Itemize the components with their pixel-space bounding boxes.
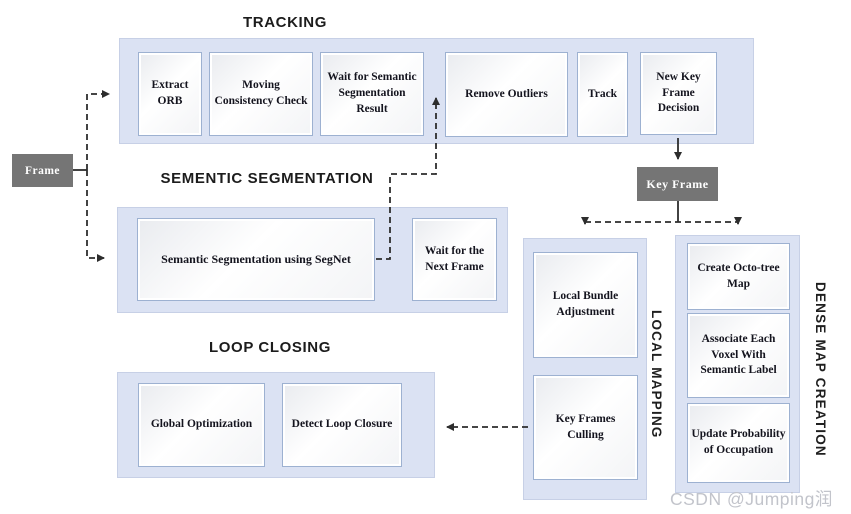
watermark: CSDN @Jumping润 xyxy=(670,489,833,509)
tracking-title: TRACKING xyxy=(243,14,327,31)
wait-next-frame-box: Wait for the Next Frame xyxy=(412,218,497,301)
detect-loop-closure-box: Detect Loop Closure xyxy=(282,383,402,467)
associate-voxel-box: Associate Each Voxel With Semantic Label xyxy=(687,313,790,398)
local-mapping-label: LOCAL MAPPING xyxy=(649,309,664,439)
remove-outliers-box: Remove Outliers xyxy=(445,52,568,137)
dense-map-creation-label: DENSE MAP CREATION xyxy=(813,282,828,457)
key-frame-node: Key Frame xyxy=(637,167,718,201)
local-bundle-adjustment-box: Local Bundle Adjustment xyxy=(533,252,638,358)
arrow-frame-to-semantic xyxy=(86,170,105,262)
global-optimization-box: Global Optimization xyxy=(138,383,265,467)
key-frames-culling-box: Key Frames Culling xyxy=(533,375,638,480)
create-octo-tree-map-box: Create Octo-tree Map xyxy=(687,243,790,310)
segnet-box: Semantic Segmentation using SegNet xyxy=(137,218,375,301)
semantic-segmentation-title: SEMENTIC SEGMENTATION xyxy=(160,170,374,187)
update-probability-box: Update Probability of Occupation xyxy=(687,403,790,483)
loop-closing-title: LOOP CLOSING xyxy=(209,339,331,356)
track-box: Track xyxy=(577,52,628,137)
extract-orb-box: Extract ORB xyxy=(138,52,202,136)
moving-consistency-check-box: Moving Consistency Check xyxy=(209,52,313,136)
wait-semantic-result-box: Wait for Semantic Segmentation Result xyxy=(320,52,424,136)
new-key-frame-decision-box: New Key Frame Decision xyxy=(640,52,717,135)
frame-node: Frame xyxy=(12,154,73,187)
arrow-frame-to-tracking xyxy=(86,90,110,170)
